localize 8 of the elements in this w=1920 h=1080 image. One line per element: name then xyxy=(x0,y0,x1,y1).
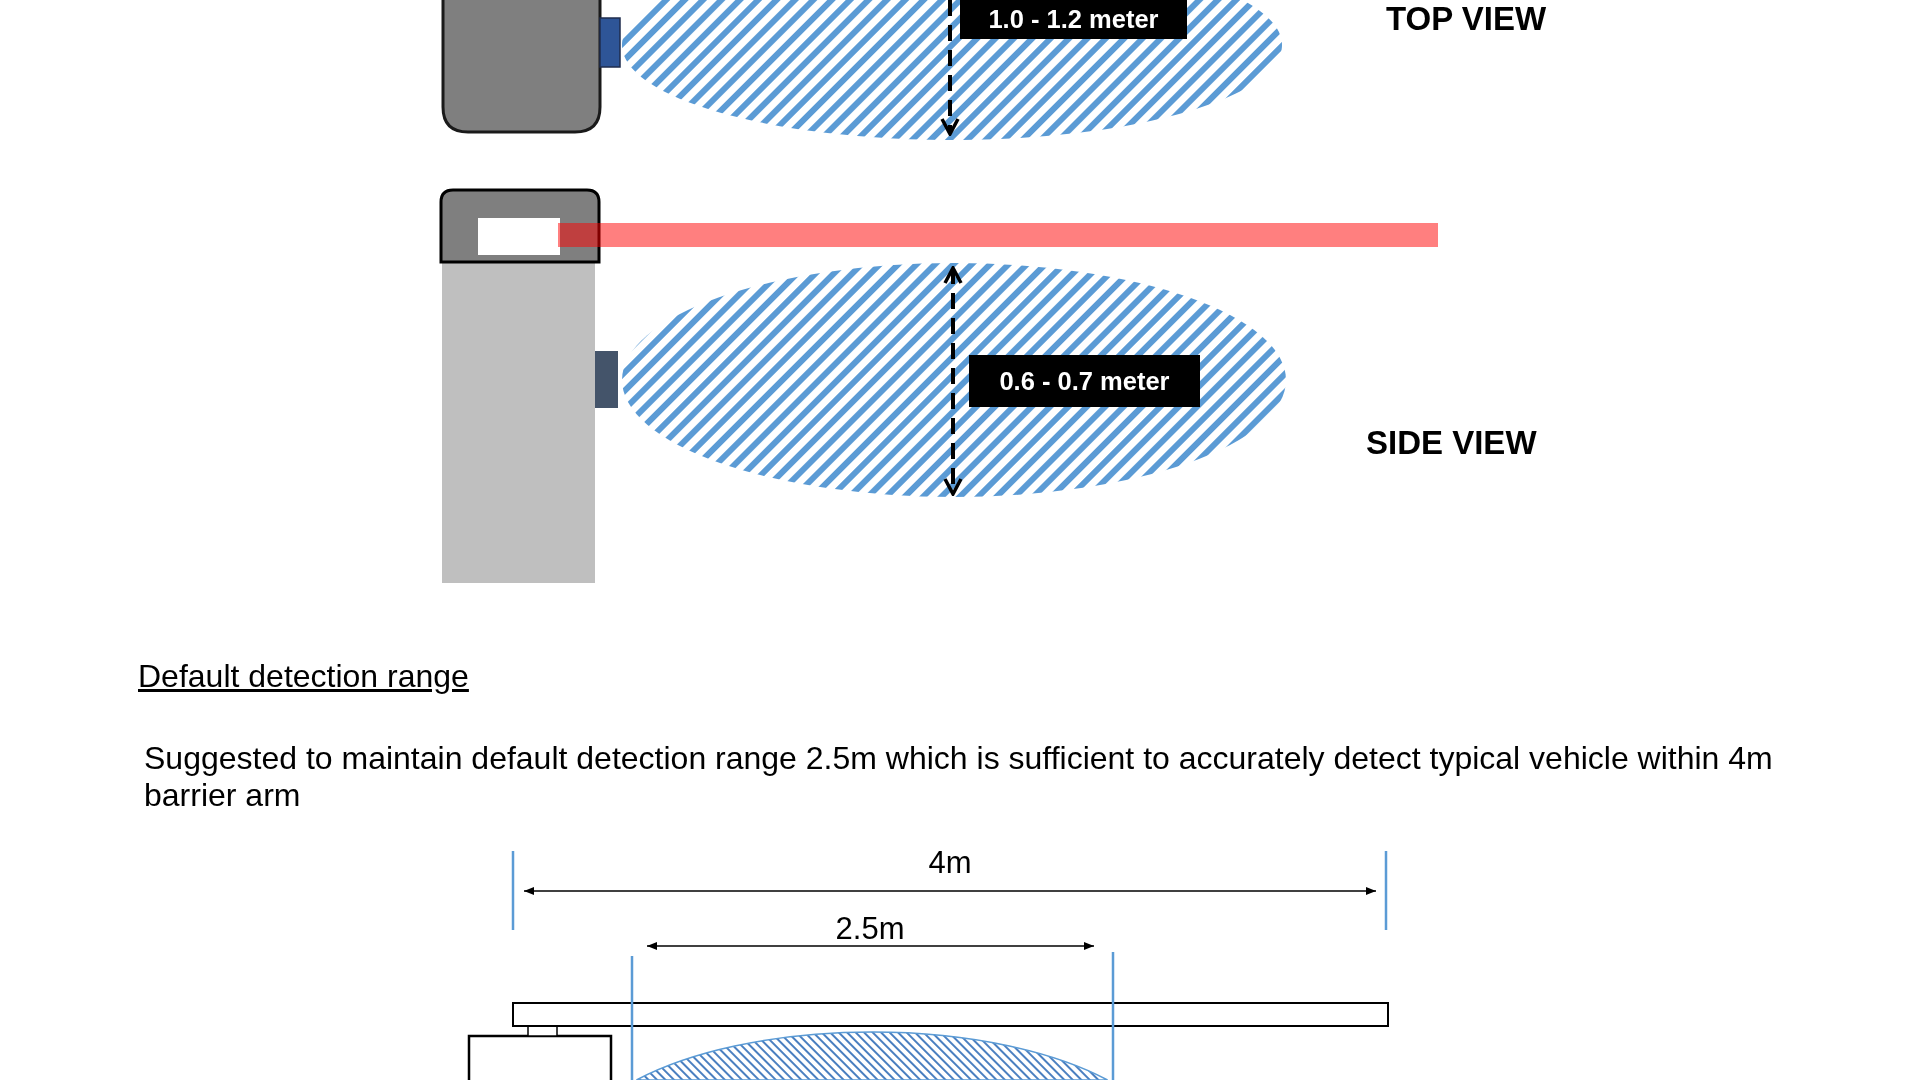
dimension-label: 4m xyxy=(928,847,972,880)
dimension-label: 2.5m xyxy=(835,913,905,946)
dimension-label: 1.0 - 1.2 meter xyxy=(960,0,1187,39)
description-text: Suggested to maintain default detection range 2.5m which is sufficient to accurately detect typical vehicle within 4m barrier arm xyxy=(144,740,1774,814)
view-title: SIDE VIEW xyxy=(1366,426,1537,461)
section-heading: Default detection range xyxy=(138,659,469,695)
view-title: TOP VIEW xyxy=(1386,2,1547,37)
dimension-label: 0.6 - 0.7 meter xyxy=(969,355,1200,407)
